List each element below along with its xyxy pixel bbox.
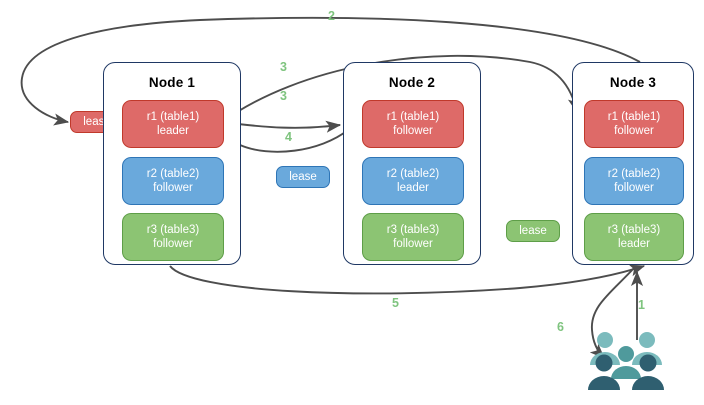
replica-n2r3[interactable]: r3 (table3) follower — [362, 213, 464, 261]
edge-step-5 — [169, 264, 646, 295]
node-box-node3[interactable]: Node 3 r1 (table1) follower r2 (table2) … — [572, 62, 694, 265]
replica-n1r1[interactable]: r1 (table1) leader — [122, 100, 224, 148]
replica-role: leader — [397, 182, 429, 194]
replica-name: r2 (table2) — [146, 168, 200, 180]
replica-role: leader — [157, 125, 189, 137]
node-box-node2[interactable]: Node 2 r1 (table1) follower r2 (table2) … — [343, 62, 481, 265]
replica-role: follower — [614, 125, 654, 137]
lease-badge-r2: lease — [276, 166, 330, 188]
node-box-node1[interactable]: Node 1 r1 (table1) leader r2 (table2) fo… — [103, 62, 241, 265]
replica-name: r1 (table1) — [146, 111, 200, 123]
replica-role: follower — [153, 238, 193, 250]
users-icon-front-row — [588, 354, 664, 390]
lease-label: lease — [519, 225, 547, 237]
step-label-3-lower: 3 — [280, 89, 287, 103]
lease-label: lease — [289, 171, 317, 183]
replica-name: r3 (table3) — [607, 224, 661, 236]
replica-role: follower — [393, 125, 433, 137]
replica-role: follower — [614, 182, 654, 194]
node-title-node2: Node 2 — [388, 75, 436, 90]
replica-n2r2[interactable]: r2 (table2) leader — [362, 157, 464, 205]
replica-role: follower — [153, 182, 193, 194]
replica-name: r3 (table3) — [386, 224, 440, 236]
step-label-1: 1 — [638, 298, 645, 312]
step-label-3-upper: 3 — [280, 60, 287, 74]
replica-n1r2[interactable]: r2 (table2) follower — [122, 157, 224, 205]
users-icon — [586, 330, 666, 392]
replica-n3r3[interactable]: r3 (table3) leader — [584, 213, 684, 261]
step-label-5: 5 — [392, 296, 399, 310]
replica-name: r1 (table1) — [607, 111, 661, 123]
step-label-2: 2 — [328, 9, 335, 23]
replica-name: r1 (table1) — [386, 111, 440, 123]
step-label-4: 4 — [285, 130, 292, 144]
replica-n3r1[interactable]: r1 (table1) follower — [584, 100, 684, 148]
replica-name: r2 (table2) — [607, 168, 661, 180]
node-title-node3: Node 3 — [609, 75, 657, 90]
users-icon-middle — [611, 346, 641, 379]
replica-role: follower — [393, 238, 433, 250]
step-label-6: 6 — [557, 320, 564, 334]
replica-n3r2[interactable]: r2 (table2) follower — [584, 157, 684, 205]
replica-role: leader — [618, 238, 650, 250]
lease-badge-r3: lease — [506, 220, 560, 242]
replica-name: r2 (table2) — [386, 168, 440, 180]
replica-name: r3 (table3) — [146, 224, 200, 236]
replica-n2r1[interactable]: r1 (table1) follower — [362, 100, 464, 148]
node-title-node1: Node 1 — [148, 75, 196, 90]
replica-n1r3[interactable]: r3 (table3) follower — [122, 213, 224, 261]
